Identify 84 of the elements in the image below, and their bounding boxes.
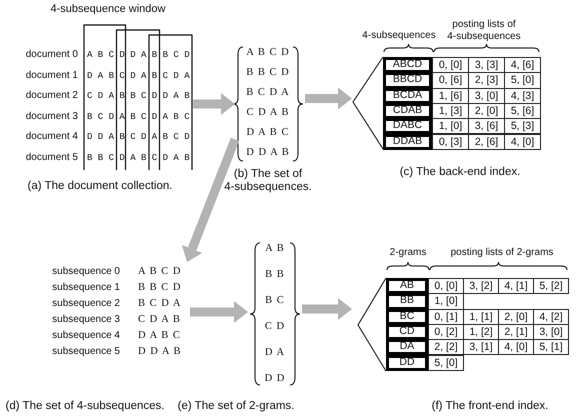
- column-header: 4-subsequences: [362, 30, 436, 42]
- letter-sequence: D A B C: [246, 127, 290, 140]
- letter-sequence: D D A B: [246, 147, 290, 160]
- panel-label: (d) The set of 4-subsequences.: [6, 400, 164, 414]
- table-cell: 5, [2]: [533, 278, 569, 294]
- key-cell: BCDA: [383, 88, 432, 104]
- table-cell: 4, [0]: [498, 339, 534, 356]
- letter-sequence: D A: [264, 347, 286, 360]
- column-header: 2-grams: [390, 247, 426, 258]
- letter-sequence: A B C D: [246, 47, 290, 60]
- table-cell: 2, [0]: [498, 308, 534, 325]
- table-cell: 2, [2]: [428, 339, 464, 356]
- table-cell: 5, [3]: [504, 118, 541, 134]
- panel-label: (a) The document collection.: [28, 180, 172, 194]
- letter-sequence: C D A B B C D D A B: [87, 91, 190, 102]
- key-cell: BB: [386, 293, 428, 310]
- document-label: document 4: [26, 131, 78, 142]
- letter-sequence: C D: [264, 321, 286, 334]
- panel-label: (f) The front-end index.: [432, 400, 548, 414]
- key-cell: BBCD: [383, 72, 432, 89]
- document-label: document 3: [26, 110, 78, 122]
- document-label: document 0: [26, 49, 78, 60]
- table-cell: 1, [0]: [428, 293, 464, 310]
- letter-sequence: B B C D A B C D A B: [87, 152, 190, 163]
- letter-sequence: D A B C: [138, 330, 181, 342]
- document-label: document 5: [26, 152, 78, 163]
- document-label: document 2: [26, 90, 78, 102]
- letter-sequence: B C D A: [246, 87, 290, 100]
- letter-sequence: A B: [265, 243, 285, 256]
- letter-sequence: D D: [264, 373, 286, 386]
- letter-sequence: D D A B C D A B C D: [87, 132, 190, 142]
- table-cell: 1, [0]: [432, 118, 469, 134]
- key-cell: AB: [386, 278, 428, 294]
- table-cell: 4, [2]: [533, 308, 569, 325]
- document-label: document 1: [26, 70, 78, 81]
- arrow: [302, 298, 352, 320]
- subsequence-label: subsequence 5: [52, 346, 120, 358]
- letter-sequence: C D A B: [246, 107, 290, 120]
- key-cell: BC: [386, 308, 428, 325]
- table-cell: 4, [1]: [498, 278, 534, 294]
- table-cell: 1, [1]: [463, 308, 499, 325]
- subsequence-label: subsequence 0: [52, 266, 120, 278]
- table-cell: 3, [1]: [463, 339, 499, 356]
- letter-sequence: C D A B: [138, 314, 181, 326]
- table-cell: 3, [6]: [468, 118, 505, 134]
- letter-sequence: B C: [265, 295, 285, 308]
- subsequence-label: subsequence 4: [52, 330, 120, 342]
- key-cell: DDAB: [383, 134, 432, 150]
- column-header: posting lists of 2-grams: [450, 247, 554, 258]
- subsequence-label: subsequence 1: [52, 282, 120, 294]
- key-cell: DD: [386, 354, 428, 371]
- arrow: [182, 138, 240, 262]
- panel-label: (b) The set of 4-subsequences.: [223, 168, 313, 194]
- letter-sequence: B B: [265, 269, 285, 282]
- table-cell: 4, [6]: [504, 57, 541, 74]
- letter-sequence: B B C D: [138, 282, 182, 294]
- letter-sequence: A B C D D A B B C D: [87, 50, 190, 60]
- table-cell: 2, [6]: [468, 134, 505, 150]
- window-title: 4-subsequence window: [50, 3, 166, 16]
- table-cell: 5, [1]: [533, 339, 569, 356]
- arrow: [193, 93, 235, 115]
- arrow: [305, 88, 352, 110]
- key-cell: ABCD: [383, 57, 432, 74]
- table-cell: 3, [3]: [468, 57, 505, 74]
- subsequence-label: subsequence 3: [52, 314, 120, 326]
- letter-sequence: B B C D: [246, 67, 290, 80]
- table-cell: 4, [0]: [504, 134, 541, 150]
- arrow: [190, 301, 248, 323]
- key-cell: DABC: [383, 118, 432, 134]
- table-cell: 0, [3]: [432, 134, 469, 150]
- column-header: posting lists of 4-subsequences: [446, 19, 522, 42]
- subsequence-label: subsequence 2: [52, 298, 120, 310]
- letter-sequence: B C D A: [138, 298, 182, 310]
- letter-sequence: D A B C D A B C D A: [87, 70, 190, 81]
- letter-sequence: D D A B: [138, 346, 182, 358]
- panel-label: (c) The back-end index.: [400, 166, 520, 180]
- table-cell: 0, [0]: [428, 278, 464, 294]
- panel-label: (e) The set of 2-grams.: [178, 400, 294, 414]
- table-cell: 5, [0]: [428, 354, 464, 371]
- table-cell: 3, [2]: [463, 278, 499, 294]
- letter-sequence: A B C D: [138, 266, 182, 278]
- letter-sequence: B C D A B C D A B C: [87, 112, 190, 122]
- key-cell: DA: [386, 339, 428, 356]
- table-cell: 0, [0]: [432, 57, 469, 74]
